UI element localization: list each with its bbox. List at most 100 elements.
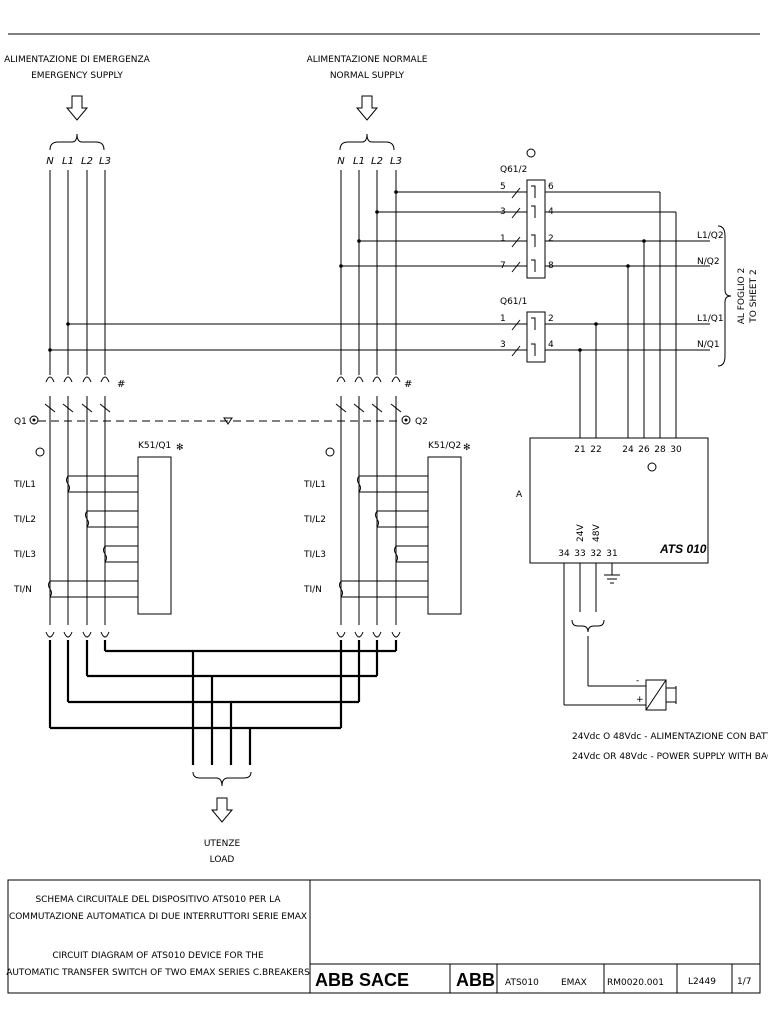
hash-label: # [404,379,412,390]
phase-l2-label: L2 [371,156,383,167]
supply-minus-label: - [636,676,639,686]
power-supply-note-it: 24Vdc O 48Vdc - ALIMENTAZIONE CON BATTER… [572,732,768,742]
ats-label: ATS 010 [659,542,707,556]
load-label-it: UTENZE [204,839,241,849]
normal-supply-label-it: ALIMENTAZIONE NORMALE [307,55,428,65]
q61-2-left-terminals: 5 3 1 7 [500,182,506,271]
star-icon: ✻ [176,443,184,453]
terminal-label: 1 [500,234,506,244]
q61-1-left-terminals: 1 3 [500,314,506,350]
phase-l1-label: L1 [353,156,365,167]
sheet-ref-en: TO SHEET 2 [749,269,759,323]
title-desc-en-2: AUTOMATIC TRANSFER SWITCH OF TWO EMAX SE… [6,968,310,978]
q61-2-symbol-icon [526,148,536,158]
hash-label: # [117,379,125,390]
power-supply-icon [645,679,677,711]
output-l1-q1-label: L1/Q1 [697,314,724,324]
terminal-label: 22 [590,445,601,455]
q2-symbol-icon [325,447,335,457]
ats-a-label: A [516,490,523,500]
terminal-label: 8 [548,261,554,271]
load-busbars [48,640,398,765]
phase-l3-label: L3 [390,156,402,167]
q1-label: Q1 [14,417,27,427]
emergency-arrow-icon [65,95,89,121]
v24-label: 24V [576,524,586,542]
supply-plus-label: + [636,695,644,705]
terminal-label: 21 [574,445,585,455]
emergency-brace [49,133,105,151]
terminal-label: 34 [558,549,570,559]
brand-label: ABB SACE [315,970,409,990]
q61-2-right-terminals: 6 4 2 8 [548,182,554,271]
terminal-label: 4 [548,340,554,350]
title-desc-it-1: SCHEMA CIRCUITALE DEL DISPOSITIVO ATS010… [35,895,281,905]
title-block [7,879,761,994]
product-label: ATS010 [505,978,539,988]
title-desc-it-2: COMMUTAZIONE AUTOMATICA DI DUE INTERRUTT… [9,912,307,922]
q2-current-transformers [339,475,428,598]
normal-phase-labels: N L1 L2 L3 [337,156,402,167]
q1-current-transformers [48,475,138,598]
load-arrow-icon [210,797,234,823]
q61-1-right-terminals: 2 4 [548,314,554,350]
terminal-label: 6 [548,182,554,192]
series-label: EMAX [561,978,587,988]
emergency-phase-labels: N L1 L2 L3 [46,156,111,167]
k51-q2-label: K51/Q2 [428,441,461,451]
terminal-label: 33 [574,549,585,559]
emergency-supply-label-it: ALIMENTAZIONE DI EMERGENZA [4,55,151,65]
q61-1-feed-lines [48,322,505,352]
ats-device-box [529,437,709,564]
load-label-en: LOAD [210,855,235,865]
lower-terminal-marks [45,631,401,638]
doc-number: RM0020.001 [607,978,664,988]
ct-label: TI/L1 [303,480,326,490]
phase-l2-label: L2 [81,156,93,167]
q61-1-label: Q61/1 [500,297,527,307]
ct-label: TI/N [13,585,32,595]
load-brace [192,771,252,787]
power-supply-note-en: 24Vdc OR 48Vdc - POWER SUPPLY WITH BACKU… [572,752,768,762]
emergency-lower-conductors [49,420,106,625]
emergency-conductors [49,170,106,375]
phase-n-label: N [46,156,54,167]
q1-breaker: Q1 # [14,376,125,457]
terminal-label: 24 [622,445,634,455]
normal-lower-conductors [340,420,397,625]
terminal-label: 7 [500,261,506,271]
title-desc-en-1: CIRCUIT DIAGRAM OF ATS010 DEVICE FOR THE [52,951,264,961]
normal-supply-label-en: NORMAL SUPPLY [330,71,405,81]
normal-arrow-icon [355,95,379,121]
sheet-brace [717,225,732,367]
ground-icon [604,574,620,584]
ats-symbol-icon [647,462,657,472]
q1-ct-labels: TI/L1 TI/L2 TI/L3 TI/N [13,480,36,595]
q2-label: Q2 [415,417,428,427]
ct-label: TI/L3 [303,550,326,560]
terminal-label: 30 [670,445,682,455]
q1-symbol-icon [35,447,45,457]
terminal-label: 31 [606,549,617,559]
normal-brace [339,133,395,151]
q61-1-contacts [505,311,710,363]
emergency-supply-label-en: EMERGENCY SUPPLY [31,71,123,81]
phase-l1-label: L1 [62,156,74,167]
terminal-label: 2 [548,234,554,244]
ct-label: TI/L2 [303,515,326,525]
q61-2-label: Q61/2 [500,165,527,175]
terminal-label: 2 [548,314,554,324]
normal-conductors [340,170,397,375]
terminal-label: 3 [500,207,506,217]
ct-label: TI/L1 [13,480,36,490]
ats-supply-wires [563,563,646,706]
k51-q2-relay [427,456,462,615]
ct-label: TI/N [303,585,322,595]
ats-input-wires [578,192,677,438]
phase-n-label: N [337,156,345,167]
q2-ct-labels: TI/L1 TI/L2 TI/L3 TI/N [303,480,326,595]
k51-q1-relay [137,456,172,615]
ats-bottom-terminals: 34 33 32 31 [558,549,617,559]
ct-label: TI/L3 [13,550,36,560]
